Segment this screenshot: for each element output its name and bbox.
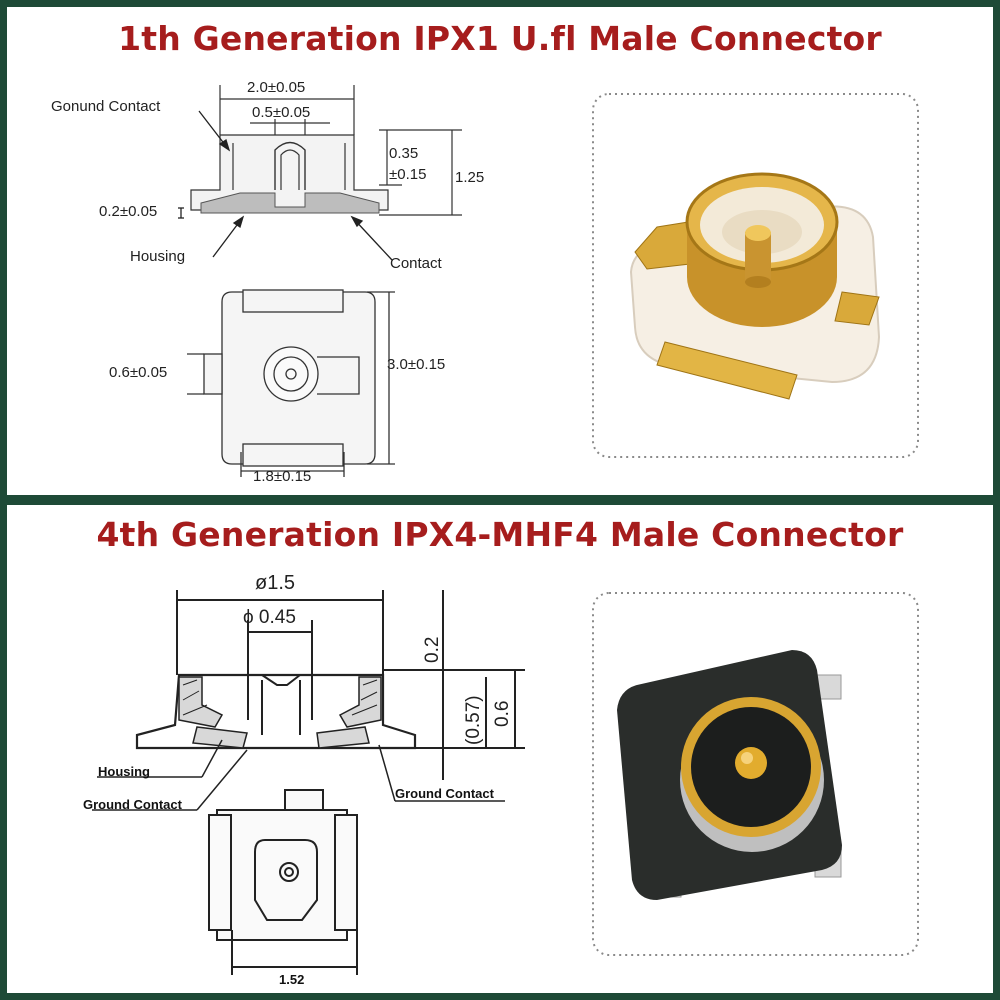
ipx1-title: 1th Generation IPX1 U.fl Male Connector: [118, 19, 882, 58]
ipx4-drawing: [92, 590, 919, 975]
ipx4-panel: 4th Generation IPX4-MHF4 Male Connector: [7, 505, 993, 993]
ipx1-product-photo: [592, 93, 919, 458]
ipx4-product-photo: [592, 592, 919, 956]
ipx1-panel: 1th Generation IPX1 U.fl Male Connector: [7, 7, 993, 495]
ipx1-drawing: [178, 85, 919, 477]
ipx4-title: 4th Generation IPX4-MHF4 Male Connector: [96, 515, 904, 554]
ipx1-housing-shape: [200, 192, 380, 214]
